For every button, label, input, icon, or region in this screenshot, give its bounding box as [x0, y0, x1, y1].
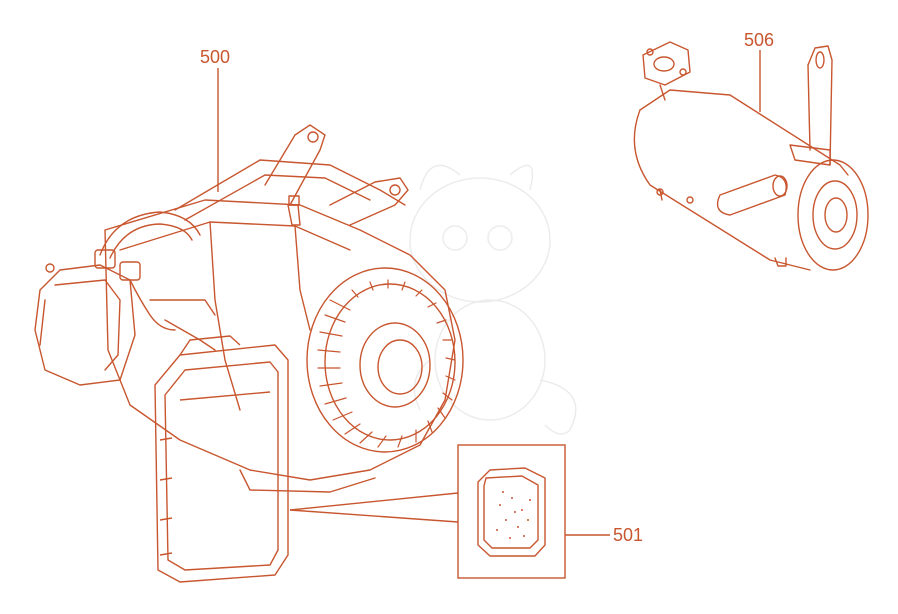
filter-detail-box [457, 444, 566, 579]
leader-lines [217, 50, 761, 536]
part-number-506: 506 [744, 30, 774, 50]
leader-line-501-a [289, 492, 459, 511]
part-number-500: 500 [200, 47, 230, 67]
leader-line-501-b [289, 509, 459, 523]
dragon-watermark-icon [409, 164, 577, 435]
part-number-501: 501 [613, 525, 643, 545]
muffler-icon [633, 41, 869, 271]
air-filter-housing-icon [154, 335, 289, 583]
air-filter-foam-element-icon [477, 467, 546, 557]
engine-assembly-icon [34, 124, 464, 493]
